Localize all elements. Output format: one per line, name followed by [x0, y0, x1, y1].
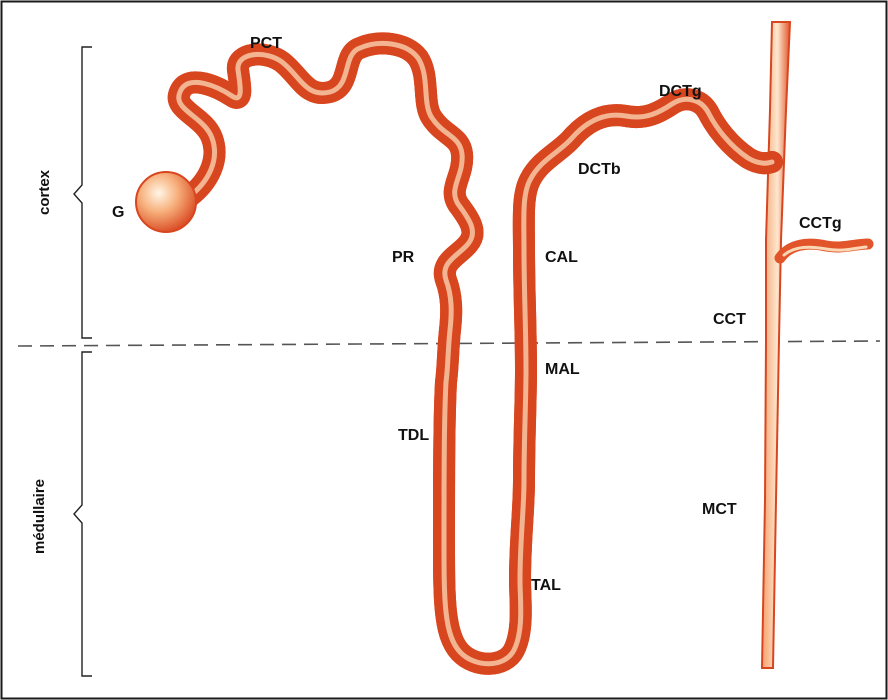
nephron-tubule: [179, 43, 772, 663]
medulla-bracket: [74, 352, 92, 676]
label-mct: MCT: [702, 502, 737, 518]
cortex-bracket: [74, 47, 92, 338]
label-tdl: TDL: [398, 428, 429, 444]
collecting-duct: [762, 22, 790, 668]
label-dctb: DCTb: [578, 162, 621, 178]
zone-label-cortex: cortex: [36, 170, 53, 215]
label-cctg: CCTg: [799, 216, 842, 232]
nephron-tubule-fill: [179, 43, 772, 663]
label-cal: CAL: [545, 250, 578, 266]
glomerulus: [136, 172, 196, 232]
nephron-tubule-highlight: [179, 43, 772, 663]
label-tal: TAL: [531, 578, 561, 594]
label-pr: PR: [392, 250, 414, 266]
label-dctg: DCTg: [659, 84, 702, 100]
label-g: G: [112, 205, 124, 221]
label-mal: MAL: [545, 362, 580, 378]
label-cct: CCT: [713, 312, 746, 328]
label-pct: PCT: [250, 36, 282, 52]
zone-label-medulla: médullaire: [31, 479, 48, 554]
